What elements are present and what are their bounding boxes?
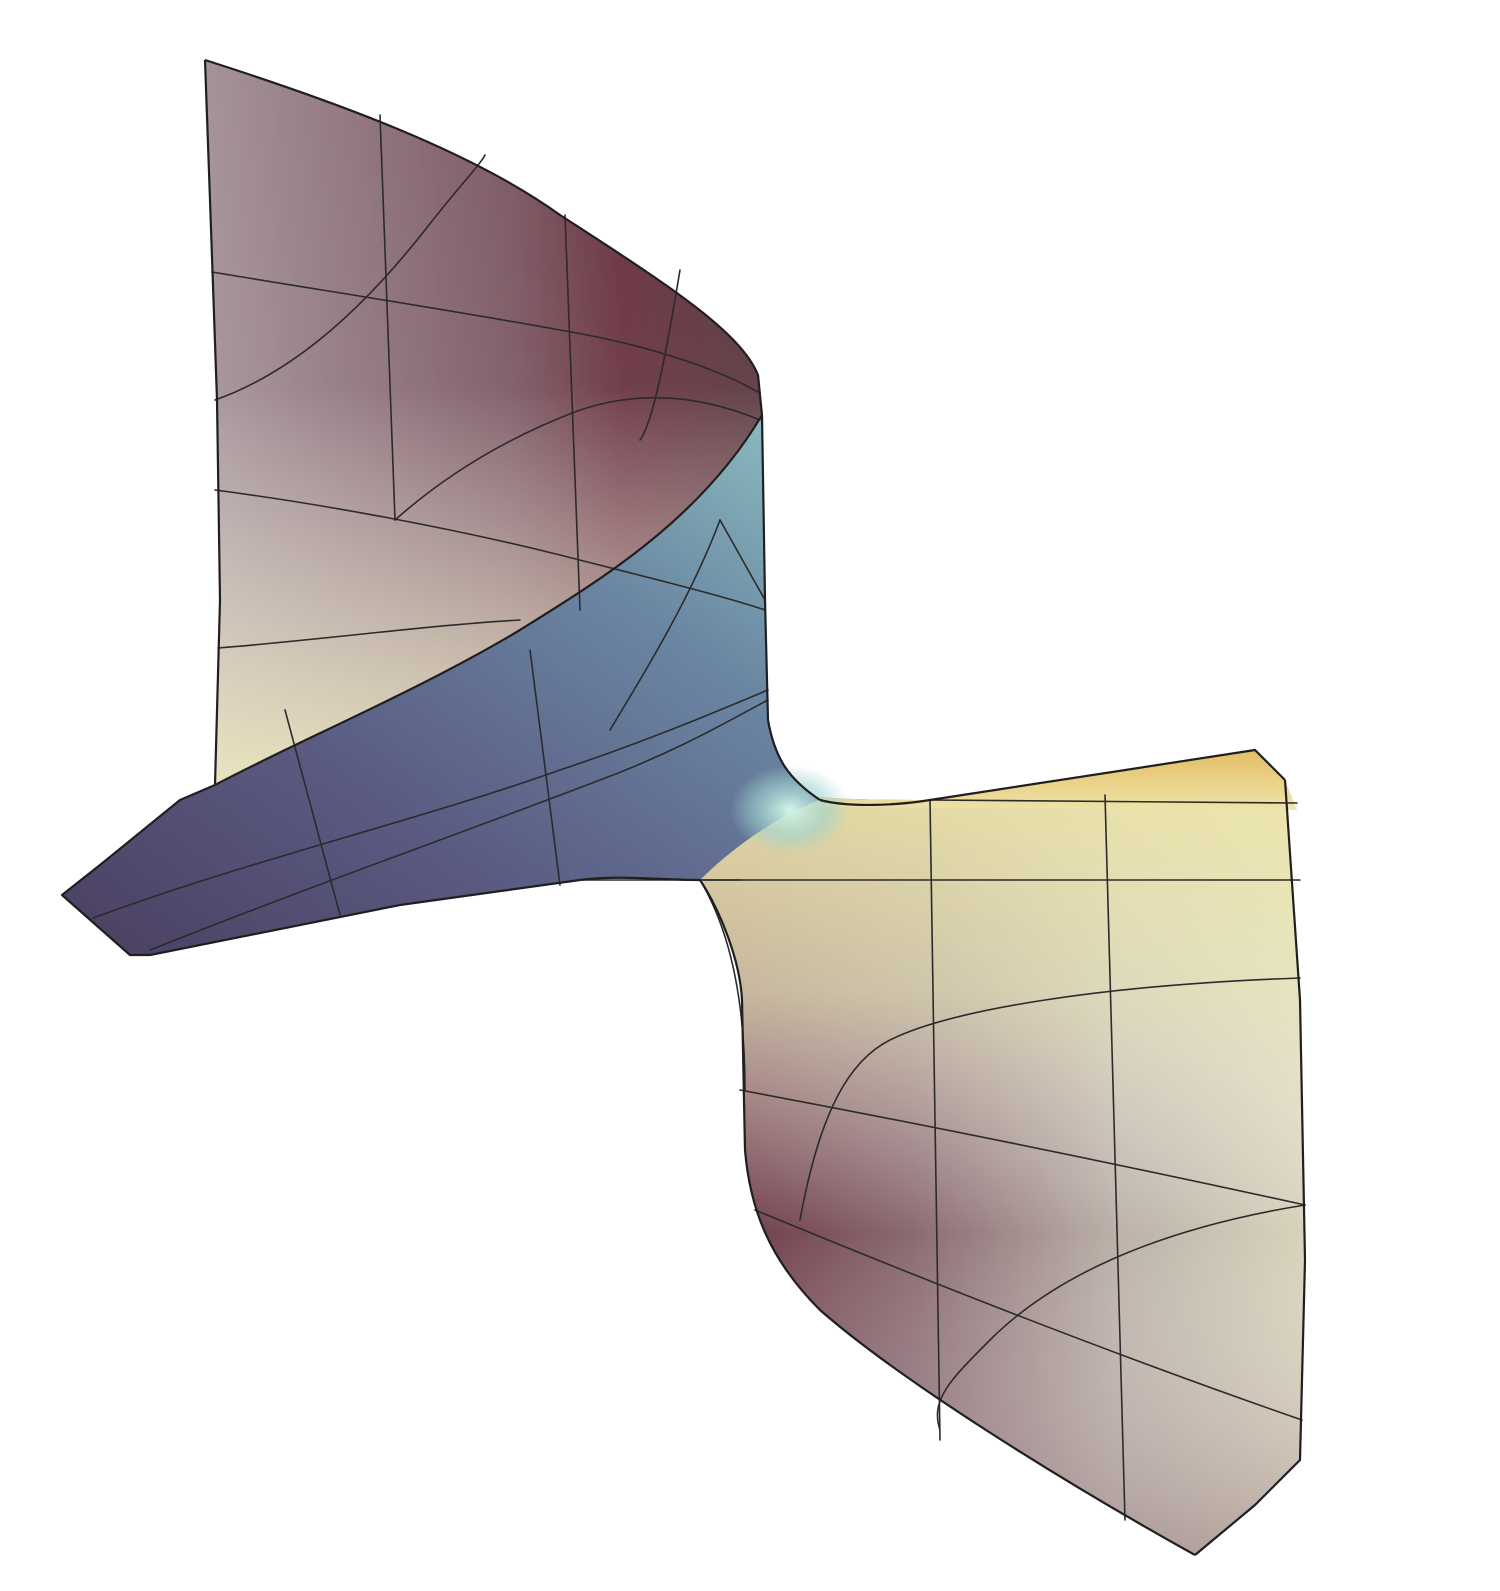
twisted-band [62, 415, 850, 955]
mesh-band [92, 519, 769, 951]
lower-right-sheet [700, 750, 1305, 1555]
mesh-lower-right [699, 794, 1306, 1521]
surface-outline [60, 58, 1307, 1556]
upper-left-sheet [205, 60, 762, 785]
mesh-upper-left [211, 114, 766, 649]
